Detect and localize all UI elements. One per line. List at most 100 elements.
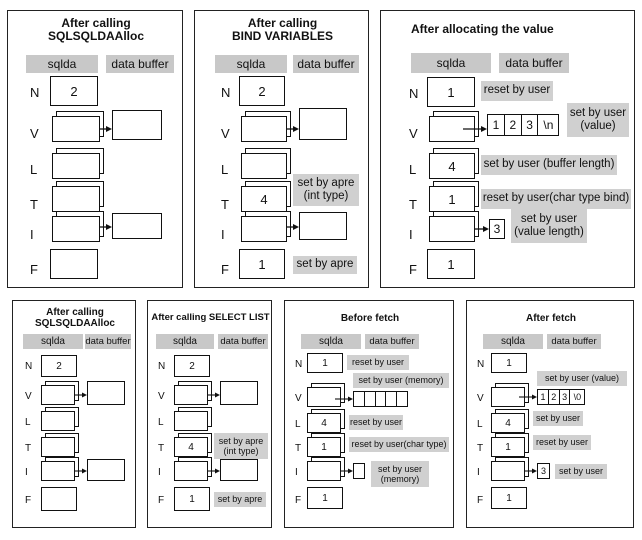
v-value-cells: 1 2 3 \n [487,114,560,136]
data-buffer-header: data buffer [218,334,268,349]
l-stack-front: 4 [307,413,341,433]
t-note: set by apre (int type) [214,433,268,459]
value-cell: 2 [503,114,522,136]
panel-title: After calling SQLSQLDAAlloc [34,307,115,330]
row-label-t: T [409,197,417,212]
t-stack-front: 1 [491,437,525,457]
f-box: 1 [307,487,343,509]
i-arrowhead-icon [348,468,353,474]
row-label-f: F [25,495,32,506]
i-buffer-box [220,459,258,481]
sqlda-header: sqlda [26,55,98,73]
v-stack-front [41,385,75,405]
data-buffer-header: data buffer [85,334,131,349]
n-count-box: 2 [174,355,210,377]
row-label-l: L [25,417,31,428]
t-note: reset by user [533,435,591,450]
v-empty-cells [353,391,409,407]
row-label-i: I [409,227,413,242]
i-stack-front [241,216,287,242]
l-stack-front [241,153,287,179]
i-stack-front [52,216,100,242]
panel-title: After calling SELECT LIST [151,312,270,323]
v-note: set by user (value) [567,103,629,137]
arrows-layer [335,396,353,474]
v-note: set by user (memory) [353,373,449,388]
row-label-i: I [30,227,34,242]
v-stack-front [241,116,287,142]
arrows-layer [463,126,489,232]
row-label-n: N [295,359,303,370]
row-label-f: F [409,262,417,277]
row-label-i: I [25,467,28,478]
n-count-box: 1 [491,353,527,373]
f-box: 1 [491,487,527,509]
i-length-cell: 3 [537,463,550,479]
f-box [41,487,77,511]
i-empty-cell [353,463,365,479]
row-label-v: V [30,126,39,141]
i-note: set by user (memory) [371,461,429,487]
row-label-i: I [295,467,298,478]
l-stack-front [52,153,100,179]
i-note: set by user [555,464,607,479]
v-buffer-box [87,381,125,405]
n-count-box: 1 [307,353,343,373]
row-label-l: L [295,419,301,430]
i-arrowhead-icon [293,224,299,230]
i-buffer-box [87,459,125,481]
v-stack-front [174,385,208,405]
row-label-v: V [25,391,32,402]
empty-cell [396,391,409,407]
v-buffer-box [220,381,258,405]
panel-title: After fetch [525,313,576,324]
row-label-n: N [30,85,40,100]
row-label-f: F [158,495,165,506]
row-label-f: F [30,262,38,277]
row-label-f: F [477,495,484,506]
i-arrowhead-icon [215,468,220,474]
v-buffer-box [112,110,162,140]
row-label-l: L [409,162,417,177]
n-count-box: 1 [427,77,475,107]
i-arrowhead-icon [532,468,537,474]
f-box: 1 [174,487,210,511]
panel-title: After allocating the value [411,22,554,36]
f-box [50,249,98,279]
row-label-f: F [295,495,302,506]
data-buffer-header: data buffer [106,55,174,73]
row-label-i: I [158,467,161,478]
i-note: set by user (value length) [511,209,587,243]
panel-top-after-sqlsqldaalloc: After calling SQLSQLDAAlloc sqlda data b… [7,10,183,288]
arrows-layer [75,392,87,474]
sqlda-header: sqlda [411,53,491,73]
value-cell: 1 [487,114,505,136]
v-arrowhead-icon [215,392,220,398]
sqlda-header: sqlda [23,334,83,349]
row-label-t: T [25,443,32,454]
v-arrowhead-icon [106,126,112,132]
row-label-i: I [477,467,480,478]
f-note: set by apre [293,256,357,274]
row-label-l: L [221,162,229,177]
value-cell: \n [537,114,560,136]
panel-bottom-after-sqlsqldaalloc: After calling SQLSQLDAAlloc sqlda data b… [12,300,136,528]
row-label-v: V [295,393,302,404]
row-label-n: N [158,361,166,372]
data-buffer-header: data buffer [365,334,419,349]
row-label-l: L [477,419,483,430]
sqlda-header: sqlda [156,334,214,349]
l-note: set by user (buffer length) [481,155,617,175]
value-cell: \0 [569,389,586,405]
v-arrowhead-icon [82,392,87,398]
sqlda-header: sqlda [301,334,361,349]
row-label-t: T [158,443,165,454]
l-note: set by user [533,411,583,426]
i-stack-front [429,216,475,242]
i-arrowhead-icon [483,226,489,232]
i-stack-front [41,461,75,481]
row-label-t: T [477,443,484,454]
data-buffer-header: data buffer [547,334,601,349]
panel-bottom-after-select-list: After calling SELECT LIST sqlda data buf… [147,300,272,528]
row-label-t: T [221,197,229,212]
